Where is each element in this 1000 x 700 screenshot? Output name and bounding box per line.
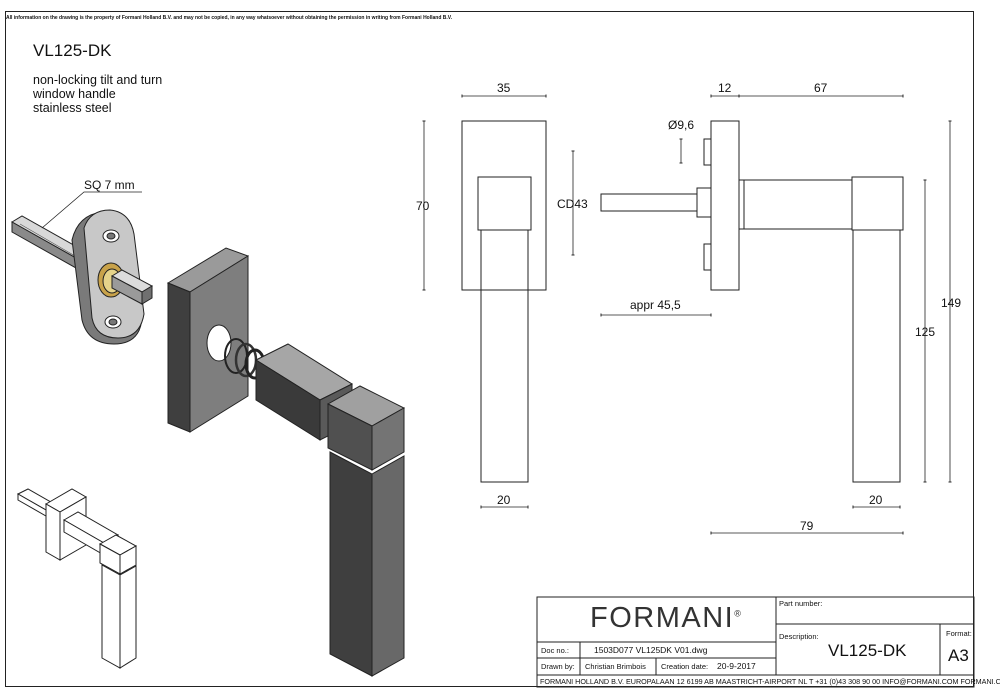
brand-logo: FORMANI® bbox=[590, 602, 742, 635]
brand-name: FORMANI bbox=[590, 602, 735, 634]
dim-side-bottom-width: 20 bbox=[869, 493, 883, 507]
format-value: A3 bbox=[948, 646, 969, 665]
spindle-callout: SQ 7 mm bbox=[84, 178, 135, 192]
description-line-3: stainless steel bbox=[33, 101, 112, 115]
drawn-by-label: Drawn by: bbox=[541, 662, 575, 671]
rose-base-3d bbox=[71, 209, 145, 345]
description-value: VL125-DK bbox=[828, 641, 907, 660]
title-block bbox=[536, 596, 975, 688]
description-line-2: window handle bbox=[33, 87, 116, 101]
handle-elbow-3d bbox=[326, 385, 406, 471]
brand-registered-mark: ® bbox=[734, 608, 743, 619]
front-view bbox=[422, 94, 547, 509]
exploded-view-3d bbox=[11, 191, 406, 677]
dim-spindle-length: appr 45,5 bbox=[630, 298, 681, 312]
description-line-1: non-locking tilt and turn bbox=[33, 73, 163, 87]
dim-handle-length: 67 bbox=[814, 81, 828, 95]
handle-grip-3d bbox=[329, 451, 405, 677]
format-label: Format: bbox=[946, 629, 972, 638]
product-code: VL125-DK bbox=[33, 41, 112, 60]
dim-total-height: 149 bbox=[941, 296, 962, 310]
doc-no-label: Doc no.: bbox=[541, 646, 569, 655]
dim-total-depth: 79 bbox=[800, 519, 814, 533]
drawing-frame bbox=[5, 11, 974, 687]
description-label: Description: bbox=[779, 632, 819, 641]
dim-grip-height: 125 bbox=[915, 325, 936, 339]
dim-front-bottom-width: 20 bbox=[497, 493, 511, 507]
dim-front-height: 70 bbox=[416, 199, 430, 213]
dim-rose-thickness: 12 bbox=[718, 81, 732, 95]
company-footer: FORMANI HOLLAND B.V. EUROPALAAN 12 6199 … bbox=[540, 677, 1000, 686]
doc-no-value: 1503D077 VL125DK V01.dwg bbox=[594, 645, 708, 655]
drawn-by-value: Christian Brimbois bbox=[585, 662, 646, 671]
cover-plate-3d bbox=[166, 247, 250, 433]
side-view bbox=[571, 94, 952, 535]
line-art-iso-view bbox=[16, 488, 138, 669]
creation-date-label: Creation date: bbox=[661, 662, 709, 671]
disclaimer-text: All information on the drawing is the pr… bbox=[6, 15, 453, 21]
creation-date-value: 20-9-2017 bbox=[717, 661, 756, 671]
dim-spindle-diameter: Ø9,6 bbox=[668, 118, 695, 132]
part-number-label: Part number: bbox=[779, 599, 823, 608]
dim-center-distance: CD43 bbox=[557, 197, 588, 211]
dim-front-width: 35 bbox=[497, 81, 511, 95]
